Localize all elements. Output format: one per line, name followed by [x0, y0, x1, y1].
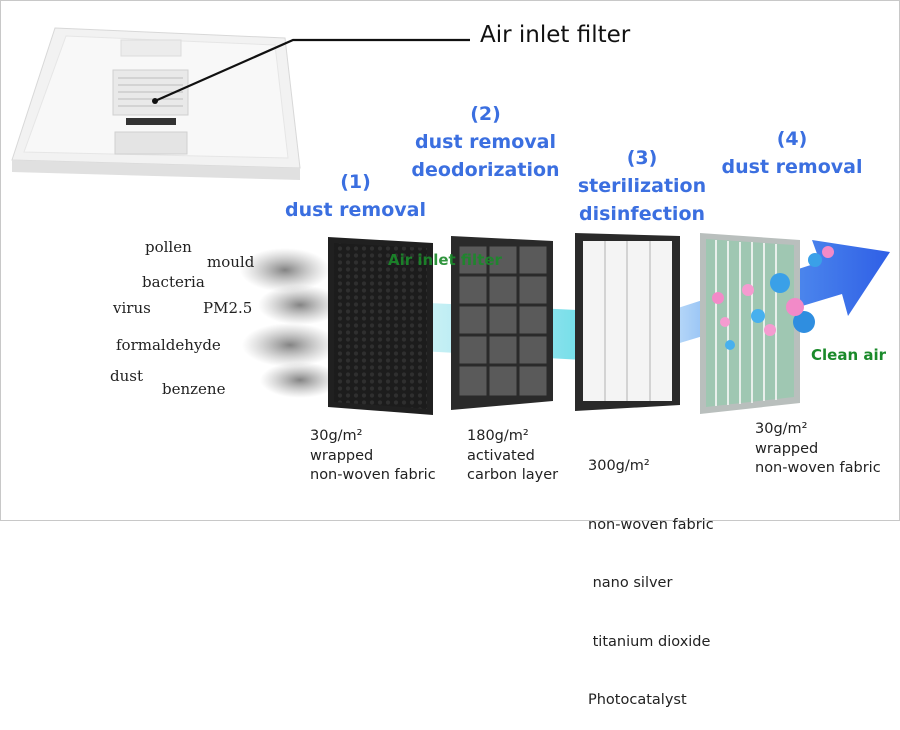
filter-3-weight: 300g/m² — [588, 458, 650, 474]
pollutant-dust: dust — [110, 367, 143, 385]
filter-4-line2: wrapped — [755, 440, 819, 457]
pollutant-pm25: PM2.5 — [203, 299, 253, 317]
filter-1-graphic — [328, 237, 433, 415]
illustration-layer — [11, 27, 890, 415]
filter-1-spec: 30g/m² wrapped non-woven fabric — [310, 427, 436, 486]
filter-4-weight: 30g/m² — [755, 421, 808, 437]
pollutant-pollen: pollen — [145, 238, 192, 256]
filter-3-line2: non-woven fabric — [588, 516, 714, 533]
pollutant-mould: mould — [207, 253, 255, 271]
filter-4-line3: non-woven fabric — [755, 460, 881, 476]
stage-1-label: (1) dust removal — [268, 168, 443, 224]
filter-2-line3: carbon layer — [467, 467, 559, 483]
stage-4-label: (4) dust removal — [712, 125, 872, 181]
clean-air-label: Clean air — [811, 346, 887, 364]
air-inlet-device — [11, 27, 301, 180]
filter-3-graphic — [575, 233, 680, 411]
filter-4-spec: 30g/m² wrapped non-woven fabric — [755, 420, 881, 479]
pollutant-benzene: benzene — [162, 380, 226, 398]
stage-3-number: (3) — [626, 147, 658, 169]
filter-1-weight: 30g/m² — [310, 428, 363, 444]
stage-3-name: sterilization — [577, 175, 707, 197]
stage-3-label: (3) sterilization disinfection — [557, 144, 727, 228]
stage-1-name: dust removal — [285, 199, 426, 221]
filter-1-line2: wrapped — [310, 447, 374, 464]
stage-4-number: (4) — [776, 128, 808, 150]
stage-4-name: dust removal — [721, 156, 863, 178]
filter-2-graphic — [451, 236, 553, 410]
filter-3-line3: nano silver — [588, 575, 673, 591]
filter-3-line5: Photocatalyst — [588, 692, 687, 708]
filter-4-graphic — [700, 233, 800, 414]
pollutant-bacteria: bacteria — [142, 273, 205, 291]
polluted-air-smoke — [240, 248, 342, 398]
filter-3-spec: 300g/m² non-woven fabric nano silver tit… — [588, 418, 714, 730]
stage-3-name2: disinfection — [578, 203, 706, 225]
filter-1-line3: non-woven fabric — [310, 467, 436, 483]
overlay-filter-label: Air inlet filter — [388, 251, 502, 269]
callout-label: Air inlet filter — [480, 22, 631, 48]
stage-2-name: dust removal — [415, 131, 556, 153]
callout-leader-line — [154, 38, 470, 103]
filter-3-line4: titanium dioxide — [588, 633, 711, 650]
filter-2-weight: 180g/m² — [467, 428, 529, 444]
stage-2-label: (2) dust removal deodorization — [398, 100, 573, 184]
filter-2-spec: 180g/m² activated carbon layer — [467, 427, 558, 486]
stage-2-number: (2) — [470, 103, 501, 125]
clean-air-particles — [712, 246, 834, 350]
filter-2-line2: activated — [467, 447, 535, 464]
stage-2-name2: deodorization — [411, 159, 560, 181]
pollutant-virus: virus — [113, 299, 151, 317]
pollutant-formaldehyde: formaldehyde — [116, 336, 221, 354]
stage-1-number: (1) — [340, 171, 371, 193]
